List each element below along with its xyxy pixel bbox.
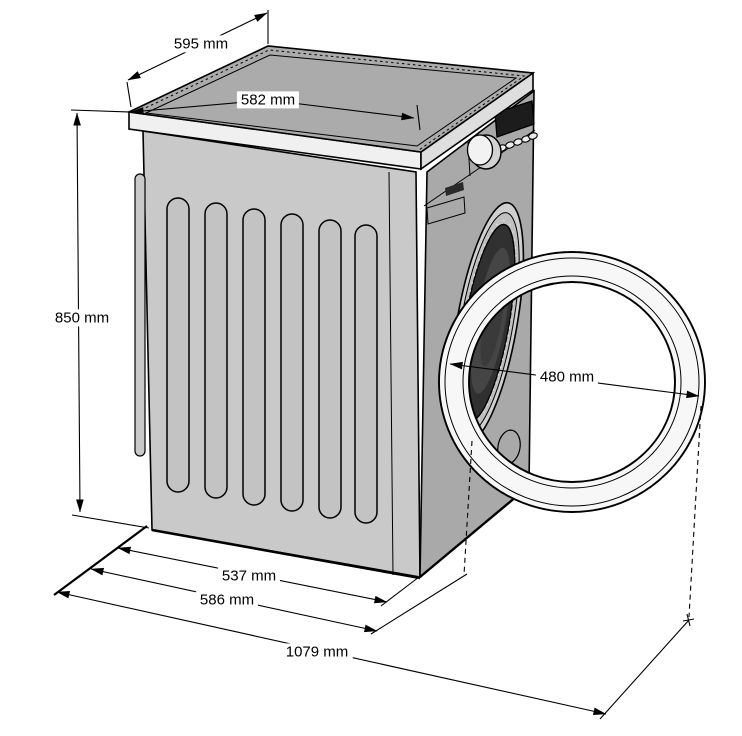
button (528, 132, 538, 140)
label-height: 850 mm (50, 309, 114, 327)
drawer-handle-slot (445, 182, 464, 196)
vent-slot (204, 202, 228, 499)
vent-slot (166, 197, 190, 493)
buttons (497, 132, 538, 152)
projection-door-seal (463, 440, 473, 576)
hinge-strip (134, 173, 146, 457)
front-bottom-edge (419, 485, 530, 578)
projection-cross-mark (682, 613, 695, 627)
vent-slot (242, 208, 266, 506)
side-panel-seam (388, 171, 394, 576)
floor-extension-line (53, 525, 148, 596)
washing-machine (126, 45, 706, 580)
label-top-width: 582 mm (236, 91, 300, 109)
drum-rim-dashes (457, 219, 517, 427)
top-rim-hatch (140, 49, 526, 151)
program-knob-face (466, 134, 494, 166)
detergent-drawer (426, 196, 466, 225)
label-door-open-depth: 1079 mm (281, 643, 353, 661)
vent-slot (354, 224, 378, 524)
dimension-door-open-depth (56, 591, 690, 720)
vent-slot (280, 213, 304, 512)
vent-slot (318, 219, 342, 519)
label-cabinet-depth: 537 mm (217, 567, 281, 585)
vent-slots (166, 197, 378, 524)
label-overall-depth: 586 mm (195, 591, 259, 609)
label-door-diameter: 480 mm (535, 368, 599, 386)
label-top-depth: 595 mm (169, 35, 233, 53)
door-ring-outer-edge (438, 251, 706, 513)
